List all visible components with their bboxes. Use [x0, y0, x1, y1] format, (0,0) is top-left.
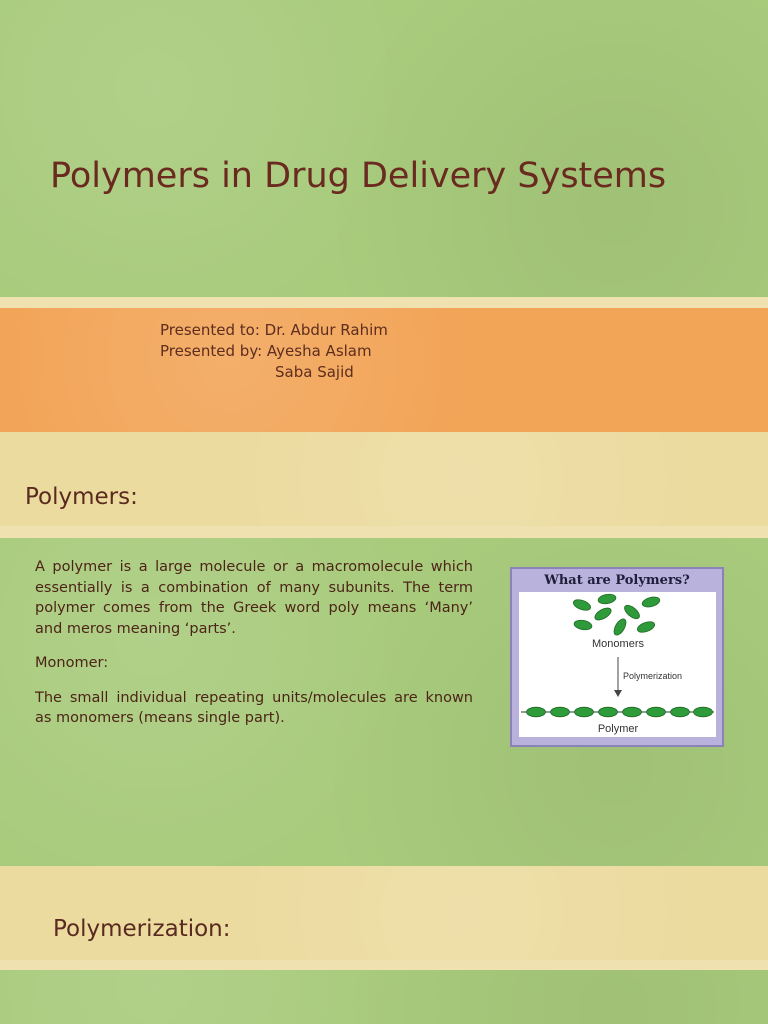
monomer-bead — [613, 618, 627, 636]
monomer-label: Monomer: — [35, 655, 109, 671]
arrow-head — [614, 690, 622, 697]
monomers-label: Monomers — [592, 638, 644, 650]
polymer-bead — [574, 706, 594, 718]
polymerization-label: Polymerization — [623, 671, 682, 681]
monomer-bead — [641, 596, 661, 608]
slide3-heading: Polymerization: — [53, 916, 231, 942]
presenters-block: Presented to: Dr. Abdur Rahim Presented … — [160, 320, 388, 383]
polymer-bead — [670, 706, 690, 718]
monomer-bead — [597, 593, 617, 605]
presented-to: Presented to: Dr. Abdur Rahim — [160, 321, 388, 339]
slide3-background — [0, 970, 768, 1024]
slide2-body: A polymer is a large molecule or a macro… — [35, 557, 473, 743]
presented-by: Presented by: Ayesha Aslam — [160, 342, 372, 360]
figure-title: What are Polymers? — [544, 573, 690, 588]
monomer-bead — [573, 599, 591, 611]
monomer-bead — [594, 607, 612, 621]
polymer-bead — [550, 706, 570, 718]
polymer-bead — [598, 706, 618, 718]
slide1-background — [0, 0, 768, 297]
polymer-bead — [622, 706, 642, 718]
monomer-bead — [573, 619, 593, 631]
co-presenter: Saba Sajid — [275, 363, 354, 381]
slide3-divider — [0, 960, 768, 970]
monomer-definition: The small individual repeating units/mol… — [35, 689, 473, 727]
polymer-diagram: Monomers Polymerization Polymer — [521, 593, 714, 735]
monomer-beads — [573, 593, 661, 636]
polymer-figure: What are Polymers? Monomers Polymerizati… — [510, 567, 724, 747]
slide1-orange-band — [0, 308, 768, 432]
polymer-bead — [646, 706, 666, 718]
polymer-bead — [526, 706, 546, 718]
monomer-bead — [624, 604, 640, 620]
slide2-divider — [0, 526, 768, 538]
figure-canvas: Monomers Polymerization Polymer — [519, 592, 716, 737]
polymer-bead — [693, 706, 713, 718]
polymer-definition: A polymer is a large molecule or a macro… — [35, 559, 473, 637]
monomer-bead — [637, 621, 655, 633]
slide2-heading: Polymers: — [25, 484, 138, 510]
slide2-header-band — [0, 432, 768, 526]
slide1-title: Polymers in Drug Delivery Systems — [50, 156, 667, 196]
polymer-beads — [526, 706, 713, 718]
slide3-header-band — [0, 866, 768, 960]
slide1-divider-top — [0, 297, 768, 308]
polymer-label: Polymer — [598, 723, 639, 735]
